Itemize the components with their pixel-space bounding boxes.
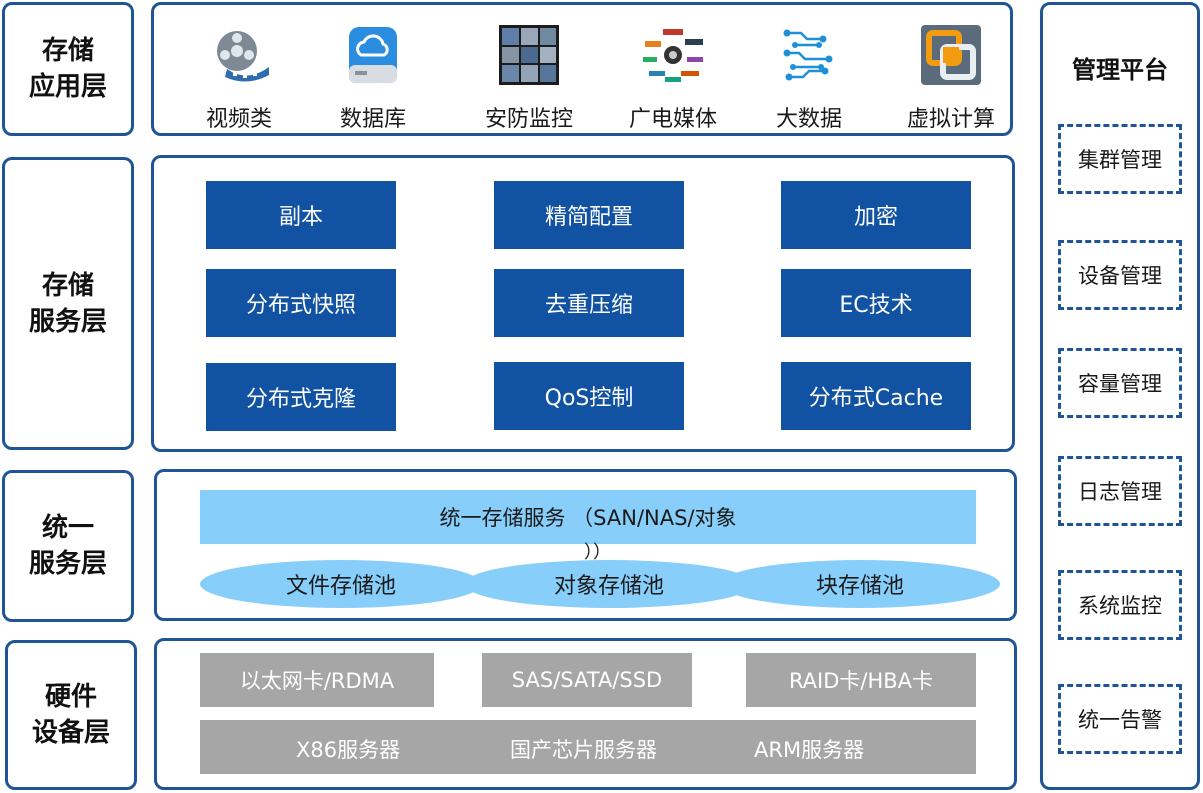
service-qos: QoS控制: [494, 362, 684, 430]
layer-label-line: 服务层: [28, 549, 107, 579]
layer-label-line: 存储: [41, 270, 94, 301]
service-ec: EC技术: [781, 269, 971, 337]
service-replica: 副本: [206, 181, 396, 249]
hw-arm-server: ARM服务器: [754, 738, 865, 762]
hw-raid-hba: RAID卡/HBA卡: [746, 653, 976, 707]
layer-label-line: 应用层: [28, 72, 107, 102]
media-logos-icon: [643, 29, 703, 82]
film-reel-icon: [217, 31, 269, 82]
layer-label-application: 存储 应用层: [2, 2, 134, 136]
pool-object: 对象存储池: [464, 560, 754, 608]
mgmt-capacity: 容量管理: [1058, 348, 1182, 418]
hw-servers-bar: X86服务器 国产芯片服务器 ARM服务器: [200, 720, 976, 774]
app-label: 广电媒体: [628, 107, 717, 132]
layer-label-unified: 统一 服务层: [2, 470, 134, 622]
layer-label-hardware: 硬件 设备层: [5, 640, 137, 790]
pool-file: 文件存储池: [200, 560, 482, 608]
cctv-grid-icon: [499, 25, 559, 85]
unified-storage-service-bar: 统一存储服务 （SAN/NAS/对象: [200, 490, 976, 544]
app-label: 数据库: [339, 107, 406, 132]
hw-domestic-chip-server: 国产芯片服务器: [510, 738, 657, 762]
service-encryption: 加密: [781, 181, 971, 249]
app-label: 安防监控: [484, 107, 573, 132]
management-platform-title: 管理平台: [1072, 56, 1168, 84]
mgmt-unified-alarm: 统一告警: [1058, 684, 1182, 754]
layer-label-line: 统一: [41, 513, 94, 543]
application-layer-panel: 视频类 数据库 安防监控: [151, 2, 1013, 136]
hw-sas-sata-ssd: SAS/SATA/SSD: [482, 653, 692, 707]
layer-label-service: 存储 服务层: [2, 157, 134, 450]
cloud-database-icon: [349, 27, 397, 83]
app-label: 大数据: [775, 107, 842, 132]
service-thin-provisioning: 精简配置: [494, 181, 684, 249]
layer-label-line: 硬件: [44, 682, 97, 712]
pool-block: 块存储池: [720, 560, 1000, 608]
service-distributed-snapshot: 分布式快照: [206, 269, 396, 337]
app-label: 视频类: [205, 107, 272, 132]
virtual-machine-icon: [921, 25, 981, 85]
app-label: 虚拟计算: [906, 107, 995, 132]
service-distributed-cache: 分布式Cache: [781, 362, 971, 430]
circuit-data-icon: [783, 29, 833, 81]
layer-label-line: 服务层: [28, 306, 107, 337]
layer-label-line: 设备层: [31, 718, 110, 748]
service-dedup-compression: 去重压缩: [494, 269, 684, 337]
mgmt-cluster: 集群管理: [1058, 124, 1182, 194]
layer-label-line: 存储: [41, 36, 94, 66]
unified-storage-service-tail: ））: [584, 542, 611, 563]
hw-x86-server: X86服务器: [296, 738, 401, 762]
mgmt-device: 设备管理: [1058, 240, 1182, 310]
service-distributed-clone: 分布式克隆: [206, 363, 396, 431]
hw-nic-rdma: 以太网卡/RDMA: [200, 653, 434, 707]
mgmt-system-monitor: 系统监控: [1058, 570, 1182, 640]
mgmt-log: 日志管理: [1058, 456, 1182, 526]
